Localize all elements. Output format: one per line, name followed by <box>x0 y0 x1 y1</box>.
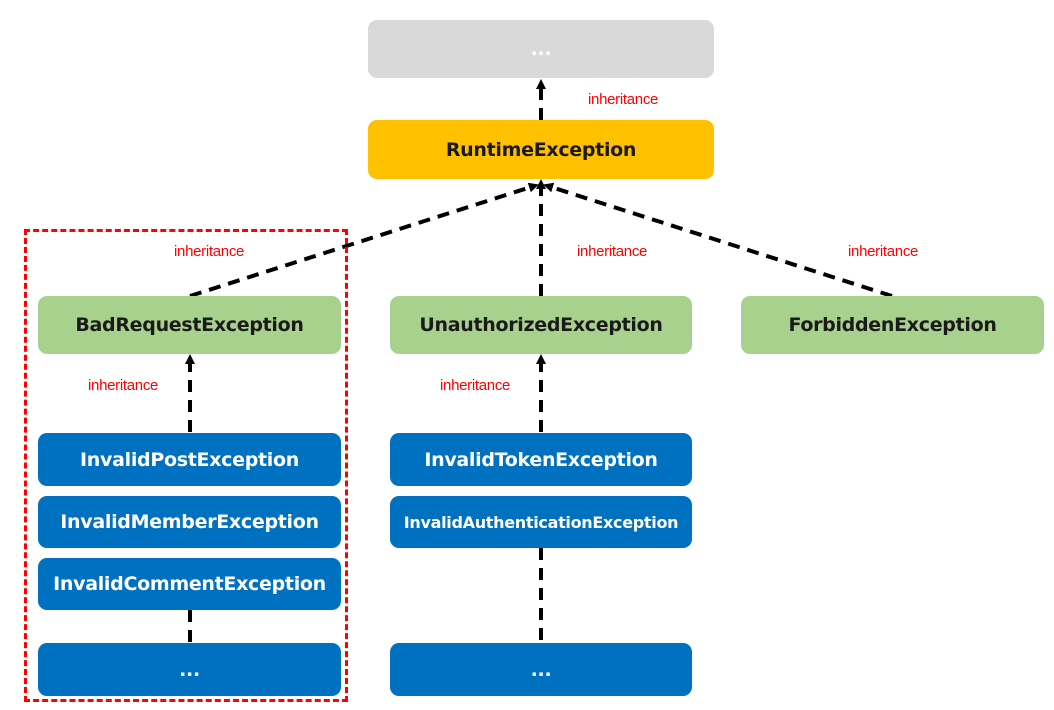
root-ellipsis-node: ... <box>368 20 714 78</box>
unauthorized-runtime-inheritance-label: inheritance <box>577 243 648 260</box>
forbidden-runtime-inheritance-label: inheritance <box>848 243 919 260</box>
unauthorized-more-node: ... <box>390 643 692 696</box>
invalid-authentication-exception-node: InvalidAuthenticationException <box>390 496 692 548</box>
invalid-comment-exception-node: InvalidCommentException <box>38 558 341 610</box>
invalid-token-exception-node: InvalidTokenException <box>390 433 692 486</box>
bad-request-group-highlight <box>24 229 348 702</box>
invalid-unauthorized-inheritance-label: inheritance <box>440 377 511 394</box>
root-runtime-inheritance-label: inheritance <box>588 91 659 108</box>
bad-request-exception-node: BadRequestException <box>38 296 341 354</box>
invalid-post-exception-node: InvalidPostException <box>38 433 341 486</box>
forbidden-exception-node: ForbiddenException <box>741 296 1044 354</box>
invalid-bad-request-inheritance-label: inheritance <box>88 377 159 394</box>
bad-request-runtime-inheritance-label: inheritance <box>174 243 245 260</box>
bad-request-more-node: ... <box>38 643 341 696</box>
invalid-member-exception-node: InvalidMemberException <box>38 496 341 548</box>
edge-forbidden-to-runtime <box>543 182 893 298</box>
edge-badrequest-to-runtime <box>189 182 539 298</box>
runtime-exception-node: RuntimeException <box>368 120 714 179</box>
unauthorized-exception-node: UnauthorizedException <box>390 296 692 354</box>
